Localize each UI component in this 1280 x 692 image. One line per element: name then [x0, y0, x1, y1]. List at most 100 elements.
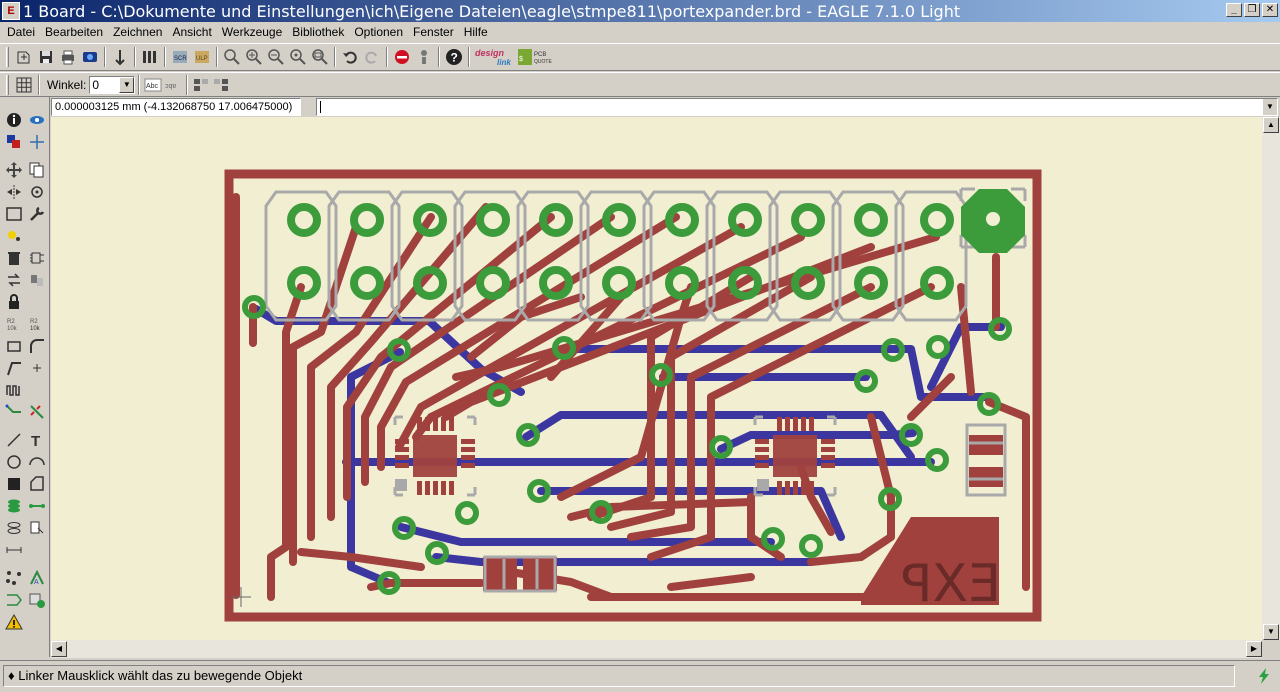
grid-icon[interactable]: [13, 74, 35, 96]
polygon-icon[interactable]: [25, 473, 48, 495]
menu-optionen[interactable]: Optionen: [354, 25, 404, 39]
maximize-button[interactable]: ❐: [1244, 3, 1260, 17]
route-icon[interactable]: [2, 401, 25, 423]
errors-warning-icon[interactable]: [2, 611, 25, 633]
ulp-icon[interactable]: ULP: [191, 46, 213, 68]
menu-bibliothek[interactable]: Bibliothek: [292, 25, 345, 39]
rotate-icon[interactable]: [25, 181, 48, 203]
smd-capacitor-right[interactable]: [965, 423, 1007, 497]
svg-text:10k: 10k: [30, 326, 41, 332]
optimize-icon[interactable]: [25, 357, 48, 379]
drc-icon[interactable]: [25, 589, 48, 611]
command-history-dropdown-icon[interactable]: ▼: [1263, 99, 1277, 115]
display-layers-icon[interactable]: [2, 131, 25, 153]
scroll-down-icon[interactable]: ▼: [1263, 624, 1279, 640]
board-canvas[interactable]: EXP: [51, 117, 1262, 640]
save-icon[interactable]: [35, 46, 57, 68]
angle-select[interactable]: 0 ▼: [89, 75, 136, 94]
menu-bearbeiten[interactable]: Bearbeiten: [45, 25, 104, 39]
ic-chip-right[interactable]: [753, 415, 837, 497]
delete-icon[interactable]: [2, 247, 25, 269]
menu-hilfe[interactable]: Hilfe: [463, 25, 488, 39]
script-icon[interactable]: SCR: [169, 46, 191, 68]
lock-icon[interactable]: [2, 291, 25, 313]
show-eye-icon[interactable]: [25, 109, 48, 131]
vertical-scrollbar[interactable]: ▲ ▼: [1262, 117, 1280, 640]
align-left-icon[interactable]: [191, 74, 211, 96]
close-button[interactable]: ✕: [1262, 3, 1278, 17]
command-line-input[interactable]: ▼: [316, 98, 1278, 116]
meander-icon[interactable]: [2, 379, 25, 401]
ratsnest-icon[interactable]: [2, 567, 25, 589]
redraw-icon[interactable]: [287, 46, 309, 68]
toolbar-grip[interactable]: [6, 74, 9, 95]
pinswap-icon[interactable]: [2, 269, 25, 291]
change-wrench-icon[interactable]: [25, 203, 48, 225]
autorouter-icon[interactable]: A: [25, 567, 48, 589]
scroll-right-icon[interactable]: ▶: [1246, 641, 1262, 657]
via-icon[interactable]: [2, 495, 25, 517]
cam-processor-icon[interactable]: [79, 46, 101, 68]
smd-resistor-bottom[interactable]: [483, 555, 557, 593]
text-abc-icon[interactable]: Abc: [143, 74, 163, 96]
info-icon[interactable]: [2, 109, 25, 131]
stop-icon[interactable]: [391, 46, 413, 68]
smash-icon[interactable]: [2, 335, 25, 357]
chevron-down-icon[interactable]: ▼: [119, 76, 135, 93]
group-icon[interactable]: [2, 203, 25, 225]
eagle-app-icon[interactable]: E: [2, 2, 20, 20]
pcb-drawing[interactable]: EXP: [51, 117, 1262, 640]
rectangle-icon[interactable]: [2, 473, 25, 495]
circle-icon[interactable]: [2, 451, 25, 473]
attribute-icon[interactable]: [25, 517, 48, 539]
ic-chip-left[interactable]: [393, 415, 477, 497]
mark-icon[interactable]: [25, 131, 48, 153]
zoom-fit-icon[interactable]: [221, 46, 243, 68]
move-icon[interactable]: [2, 159, 25, 181]
paste-icon[interactable]: [2, 225, 25, 247]
horizontal-scrollbar[interactable]: ◀ ▶: [51, 640, 1262, 658]
ripup-icon[interactable]: [25, 401, 48, 423]
schematic-switch-icon[interactable]: [109, 46, 131, 68]
scroll-up-icon[interactable]: ▲: [1263, 117, 1279, 133]
zoom-in-icon[interactable]: [243, 46, 265, 68]
arc-icon[interactable]: [25, 451, 48, 473]
replace-icon[interactable]: [25, 269, 48, 291]
print-icon[interactable]: [57, 46, 79, 68]
redo-icon[interactable]: [361, 46, 383, 68]
go-icon[interactable]: [413, 46, 435, 68]
zoom-select-icon[interactable]: [309, 46, 331, 68]
signal-icon[interactable]: [25, 495, 48, 517]
help-icon[interactable]: ?: [443, 46, 465, 68]
svg-text:10k: 10k: [7, 326, 18, 332]
menu-werkzeuge[interactable]: Werkzeuge: [221, 25, 283, 39]
text-mirror-icon[interactable]: ɔqɐ: [163, 74, 183, 96]
menu-datei[interactable]: Datei: [7, 25, 36, 39]
layer-settings-icon[interactable]: [139, 46, 161, 68]
minimize-button[interactable]: _: [1226, 3, 1242, 17]
align-right-icon[interactable]: [211, 74, 231, 96]
erc-icon[interactable]: [2, 589, 25, 611]
zoom-out-icon[interactable]: [265, 46, 287, 68]
scroll-left-icon[interactable]: ◀: [51, 641, 67, 657]
mirror-icon[interactable]: [2, 181, 25, 203]
menu-zeichnen[interactable]: Zeichnen: [113, 25, 163, 39]
miter-icon[interactable]: [25, 335, 48, 357]
copy-icon[interactable]: [25, 159, 48, 181]
toolbar-grip[interactable]: [6, 47, 9, 67]
add-icon[interactable]: [25, 247, 48, 269]
open-recent-icon[interactable]: [13, 46, 35, 68]
dimension-icon[interactable]: [2, 539, 25, 561]
hole-icon[interactable]: [2, 517, 25, 539]
lightning-icon[interactable]: [1252, 664, 1276, 688]
undo-icon[interactable]: [339, 46, 361, 68]
text-icon[interactable]: T: [25, 429, 48, 451]
wire-icon[interactable]: [2, 429, 25, 451]
menu-fenster[interactable]: Fenster: [413, 25, 454, 39]
menu-ansicht[interactable]: Ansicht: [172, 25, 212, 39]
split-icon[interactable]: [2, 357, 25, 379]
